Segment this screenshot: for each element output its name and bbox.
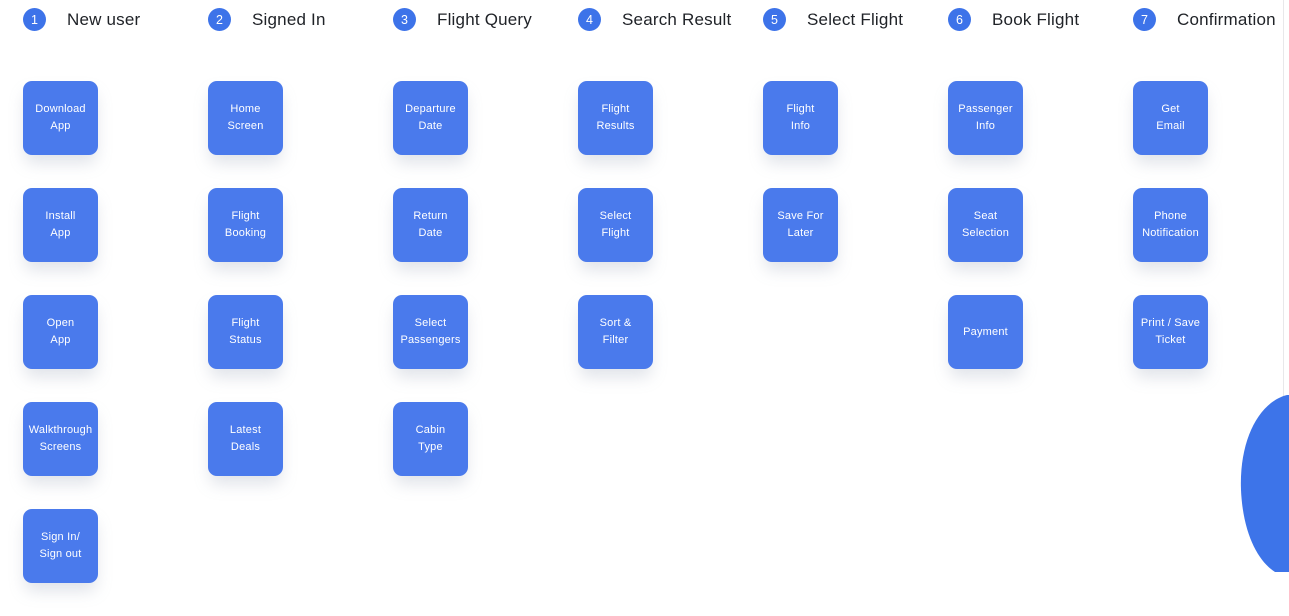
flow-card[interactable]: Flight Booking xyxy=(208,188,283,262)
flow-card[interactable]: Download App xyxy=(23,81,98,155)
flow-card-label: Sign In/ Sign out xyxy=(39,531,82,560)
column-header: 2 Signed In xyxy=(208,8,325,31)
step-number-badge: 7 xyxy=(1133,8,1156,31)
flow-card[interactable]: Flight Info xyxy=(763,81,838,155)
flow-column-book-flight: 6 Book Flight Passenger Info Seat Select… xyxy=(948,8,1079,402)
flow-card[interactable]: Walkthrough Screens xyxy=(23,402,98,476)
flow-card[interactable]: Save For Later xyxy=(763,188,838,262)
flow-card-label: Flight Info xyxy=(786,103,815,132)
flow-card-label: Walkthrough Screens xyxy=(28,424,93,453)
column-header: 5 Select Flight xyxy=(763,8,903,31)
flow-column-confirmation: 7 Confirmation Get Email Phone Notificat… xyxy=(1133,8,1276,402)
flow-card[interactable]: Flight Status xyxy=(208,295,283,369)
column-title: New user xyxy=(67,9,141,29)
flow-card-label: Return Date xyxy=(413,210,448,239)
flow-card[interactable]: Open App xyxy=(23,295,98,369)
step-number-badge: 3 xyxy=(393,8,416,31)
flow-card-label: Departure Date xyxy=(405,103,456,132)
flow-card-label: Install App xyxy=(45,210,76,239)
flow-card[interactable]: Payment xyxy=(948,295,1023,369)
column-header: 1 New user xyxy=(23,8,140,31)
step-number-badge: 6 xyxy=(948,8,971,31)
flow-card-label: Select Flight xyxy=(599,210,632,239)
flow-card-label: Sort & Filter xyxy=(599,317,632,346)
flow-column-search-result: 4 Search Result Flight Results Select Fl… xyxy=(578,8,731,402)
flow-card[interactable]: Seat Selection xyxy=(948,188,1023,262)
flow-card[interactable]: Sort & Filter xyxy=(578,295,653,369)
flow-card[interactable]: Install App xyxy=(23,188,98,262)
step-number-badge: 5 xyxy=(763,8,786,31)
column-header: 3 Flight Query xyxy=(393,8,532,31)
column-header: 6 Book Flight xyxy=(948,8,1079,31)
flow-card[interactable]: Return Date xyxy=(393,188,468,262)
column-title: Confirmation xyxy=(1177,9,1276,29)
flow-card-label: Flight Booking xyxy=(224,210,267,239)
corner-blob-decoration xyxy=(1240,395,1289,572)
flow-column-select-flight: 5 Select Flight Flight Info Save For Lat… xyxy=(763,8,903,295)
flow-card-label: Seat Selection xyxy=(961,210,1010,239)
flow-card-label: Flight Results xyxy=(596,103,635,132)
flow-card[interactable]: Latest Deals xyxy=(208,402,283,476)
flow-card-label: Passenger Info xyxy=(958,103,1013,132)
flow-card-label: Download App xyxy=(35,103,86,132)
flow-column-flight-query: 3 Flight Query Departure Date Return Dat… xyxy=(393,8,532,509)
flow-card-label: Get Email xyxy=(1156,103,1185,132)
flow-card-label: Latest Deals xyxy=(229,424,262,453)
flow-card[interactable]: Get Email xyxy=(1133,81,1208,155)
flow-card-label: Cabin Type xyxy=(415,424,446,453)
column-title: Signed In xyxy=(252,9,326,29)
step-number-badge: 2 xyxy=(208,8,231,31)
flow-column-new-user: 1 New user Download App Install App Open… xyxy=(23,8,140,616)
flow-card[interactable]: Select Flight xyxy=(578,188,653,262)
flow-card[interactable]: Passenger Info xyxy=(948,81,1023,155)
flow-card[interactable]: Cabin Type xyxy=(393,402,468,476)
flow-card-label: Phone Notification xyxy=(1142,210,1199,239)
artboard-edge-line xyxy=(1283,0,1284,572)
flow-column-signed-in: 2 Signed In Home Screen Flight Booking F… xyxy=(208,8,325,509)
flow-card[interactable]: Flight Results xyxy=(578,81,653,155)
flow-card[interactable]: Select Passengers xyxy=(393,295,468,369)
flow-card[interactable]: Departure Date xyxy=(393,81,468,155)
flow-card-label: Select Passengers xyxy=(400,317,461,346)
column-title: Flight Query xyxy=(437,9,532,29)
column-title: Search Result xyxy=(622,9,732,29)
column-title: Book Flight xyxy=(992,9,1080,29)
column-title: Select Flight xyxy=(807,9,904,29)
flow-card-label: Open App xyxy=(46,317,75,346)
flow-card[interactable]: Home Screen xyxy=(208,81,283,155)
column-header: 7 Confirmation xyxy=(1133,8,1276,31)
flow-card-label: Home Screen xyxy=(227,103,264,132)
flow-card-label: Save For Later xyxy=(777,210,824,239)
flow-card[interactable]: Print / Save Ticket xyxy=(1133,295,1208,369)
flow-card-label: Print / Save Ticket xyxy=(1140,317,1201,346)
flow-card[interactable]: Phone Notification xyxy=(1133,188,1208,262)
flow-card[interactable]: Sign In/ Sign out xyxy=(23,509,98,583)
flow-card-label: Payment xyxy=(963,325,1008,338)
step-number-badge: 4 xyxy=(578,8,601,31)
flow-card-label: Flight Status xyxy=(229,317,262,346)
column-header: 4 Search Result xyxy=(578,8,731,31)
step-number-badge: 1 xyxy=(23,8,46,31)
